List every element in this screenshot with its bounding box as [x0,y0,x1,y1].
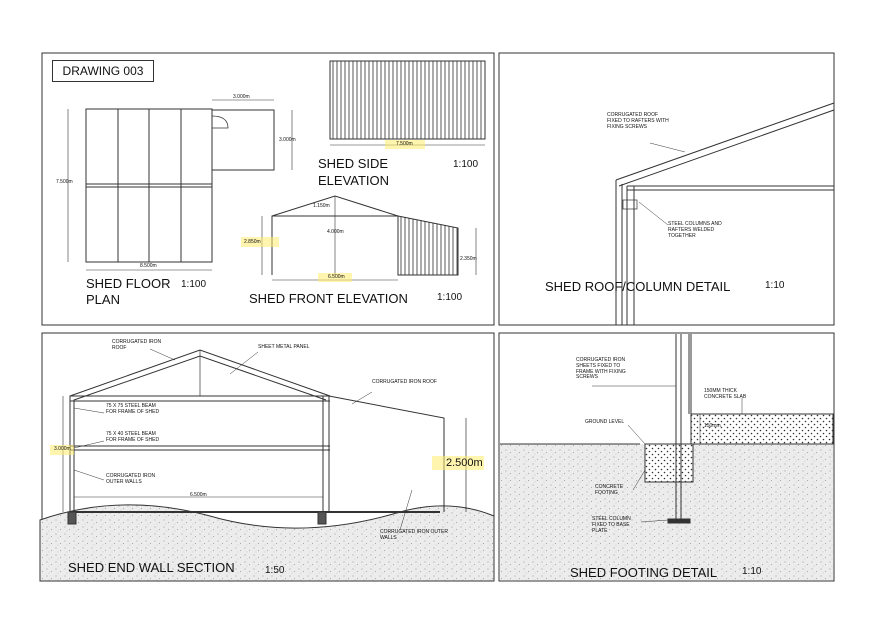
side-elevation-drawing [329,60,486,149]
side-elevation-title-line1: SHED SIDE [318,156,389,171]
side-elevation-length-dim: 7.500m [396,141,413,147]
floor-plan-title-line2: PLAN [86,292,120,307]
front-elevation-width-dim: 6.500m [328,274,345,280]
end-wall-note-outer-walls-left: CORRUGATED IRON OUTER WALLS [106,473,156,485]
footing-scale: 1:10 [742,566,762,577]
front-elevation-ridge-dim: 4.000m [327,229,344,235]
roof-detail-scale: 1:10 [765,280,785,291]
end-wall-ground [39,504,495,582]
side-elevation-title-line2: ELEVATION [318,173,390,188]
footing-title: SHED FOOTING DETAIL [570,565,718,580]
drawing-title: DRAWING 003 [52,60,154,82]
end-wall-note-lean-roof: CORRUGATED IRON ROOF [372,379,437,385]
end-wall-highlights [50,445,484,470]
floor-plan-width-dim: 8.500m [140,263,157,269]
end-wall-right-height-dim: 2.500m [446,457,483,469]
footing-note-sheets: CORRUGATED IRON SHEETS FIXED TO FRAME WI… [576,357,626,381]
floor-plan-extension-depth-dim: 3.000m [279,137,296,143]
front-elevation-wall-dim: 2.850m [244,239,261,245]
roof-detail-title: SHED ROOF/COLUMN DETAIL [545,279,731,294]
end-wall-note-outer-walls-right: CORRUGATED IRON OUTER WALLS [380,529,448,541]
floor-plan-extension-width-dim: 3.000m [233,94,250,100]
end-wall-note-panel: SHEET METAL PANEL [258,344,310,350]
panel-floor-plan-border [41,52,495,326]
floor-plan-drawing [67,99,293,271]
roof-detail-note-columns: STEEL COLUMNS AND RAFTERS WELDED TOGETHE… [668,221,722,239]
end-wall-title: SHED END WALL SECTION [68,560,235,575]
footing-slab-thickness-dim: 150mm [704,423,721,429]
front-elevation-title: SHED FRONT ELEVATION [249,291,408,306]
footing-note-ground: GROUND LEVEL [585,419,625,425]
side-elevation-scale: 1:100 [453,159,479,170]
footing-note-column: STEEL COLUMN FIXED TO BASE PLATE [592,516,631,534]
end-wall-left-height-dim: 3.000m [54,446,71,452]
front-elevation-lean-to [241,215,459,282]
footing-detail-ground [500,443,833,580]
end-wall-scale: 1:50 [265,565,285,576]
roof-detail-note-roof: CORRUGATED ROOF FIXED TO RAFTERS WITH FI… [607,112,669,130]
roof-column-detail-drawing [615,102,835,325]
floor-plan-title-line1: SHED FLOOR [86,276,171,291]
floor-plan-depth-dim: 7.500m [56,179,73,185]
floor-plan-scale: 1:100 [181,279,207,290]
footing-detail-drawing [592,334,834,524]
panel-roof-detail-border [498,52,835,326]
panel-footing-border [498,332,835,582]
footing-note-footing: CONCRETE FOOTING [595,484,624,496]
end-wall-note-roof: CORRUGATED IRON ROOF [112,339,162,351]
end-wall-width-dim: 6.500m [190,492,207,498]
front-elevation-lean-to-dim: 2.350m [460,256,477,262]
front-elevation-rise-dim: 1.150m [313,203,330,209]
end-wall-note-beam-75: 75 X 75 STEEL BEAM FOR FRAME OF SHED [106,403,160,415]
footing-note-slab: 150MM THICK CONCRETE SLAB [704,388,747,400]
end-wall-note-beam-40: 75 X 40 STEEL BEAM FOR FRAME OF SHED [106,431,160,443]
front-elevation-scale: 1:100 [437,292,463,303]
